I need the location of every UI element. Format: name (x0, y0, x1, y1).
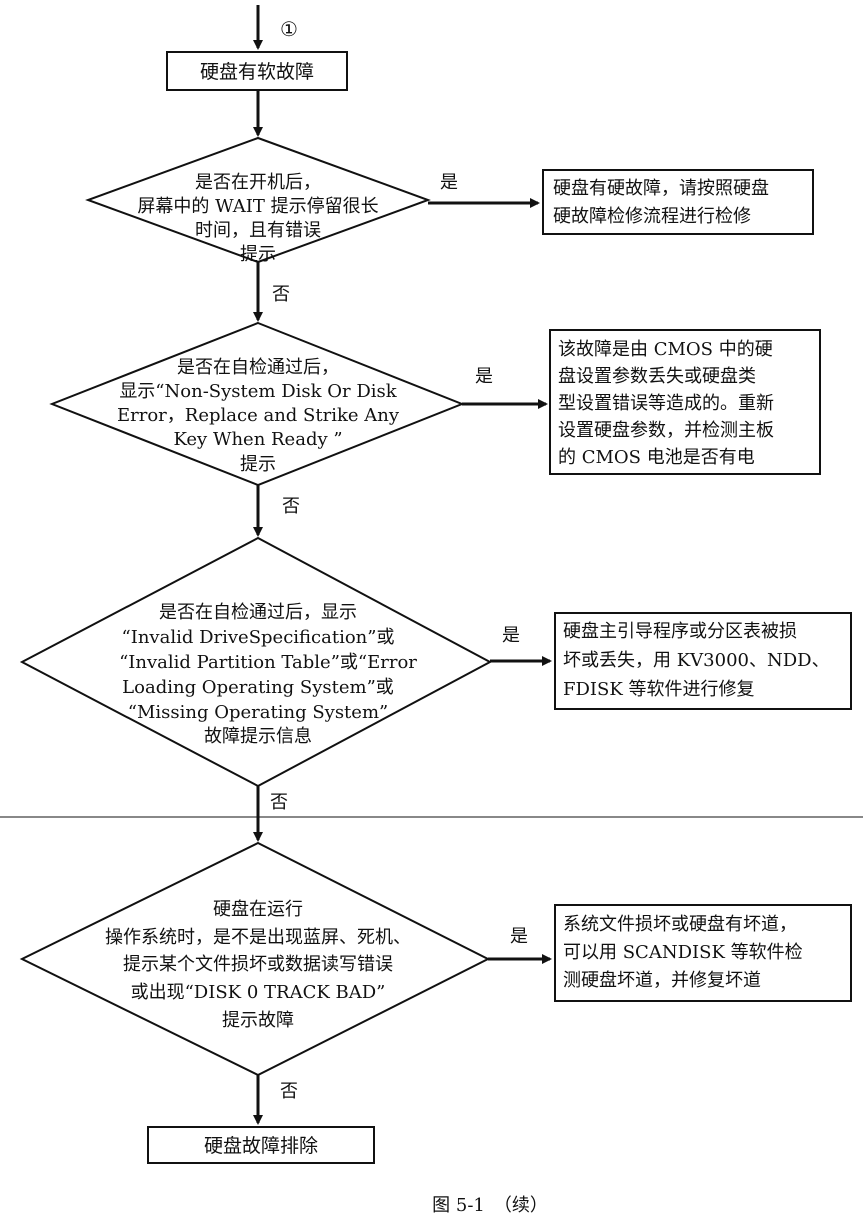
decision-2-line-5: 提示 (240, 454, 276, 475)
decision-4-line-3: 提示某个文件损坏或数据读写错误 (123, 954, 393, 975)
decision-3-line-4: Loading Operating System”或 (122, 677, 394, 698)
decision-2-line-1: 是否在自检通过后， (177, 357, 339, 378)
decision-3-line-3: “Invalid Partition Table”或“Error (119, 652, 417, 673)
decision-3-line-1: 是否在自检通过后，显示 (159, 602, 357, 623)
decision-3-line-5: “Missing Operating System” (128, 702, 388, 723)
decision-2-no-label: 否 (282, 496, 300, 517)
decision-4-line-5: 提示故障 (222, 1010, 294, 1031)
start-box-label: 硬盘有软故障 (200, 61, 314, 83)
result-2-line-1: 该故障是由 CMOS 中的硬 (558, 339, 773, 360)
result-2-box (549, 329, 821, 475)
result-1-box (542, 169, 814, 235)
decision-3-text: 是否在自检通过后，显示 “Invalid DriveSpecification”… (119, 602, 417, 747)
end-box-label: 硬盘故障排除 (204, 1135, 318, 1157)
decision-4-line-4: 或出现“DISK 0 TRACK BAD” (131, 982, 386, 1003)
start-box (166, 51, 348, 91)
result-4-line-3: 测硬盘坏道，并修复坏道 (563, 970, 761, 991)
decision-1-line-3: 时间，且有错误 (195, 220, 321, 241)
decision-3-line-6: 故障提示信息 (204, 726, 312, 747)
decision-2-line-3: Error，Replace and Strike Any (117, 405, 400, 426)
result-3-line-2: 坏或丢失，用 KV3000、NDD、 (563, 650, 830, 671)
decision-4-no-label: 否 (280, 1081, 298, 1102)
figure-caption: 图 5-1 （续） (432, 1195, 548, 1216)
result-1-line-1: 硬盘有硬故障，请按照硬盘 (553, 178, 769, 199)
decision-2-line-4: Key When Ready ” (173, 429, 342, 450)
decision-4-line-1: 硬盘在运行 (213, 899, 303, 920)
decision-1-yes-label: 是 (440, 172, 458, 193)
result-3-line-3: FDISK 等软件进行修复 (563, 679, 755, 700)
result-3-box (554, 612, 852, 710)
connector-symbol: ① (280, 17, 298, 41)
end-box (147, 1126, 375, 1164)
decision-1-line-2: 屏幕中的 WAIT 提示停留很长 (137, 196, 378, 217)
decision-1-line-4: 提示 (240, 244, 276, 265)
decision-2-yes-label: 是 (475, 366, 493, 387)
decision-3-yes-label: 是 (502, 625, 520, 646)
result-2-line-2: 盘设置参数丢失或硬盘类 (558, 366, 756, 387)
decision-2-text: 是否在自检通过后， 显示“Non-System Disk Or Disk Err… (117, 357, 400, 475)
result-3-line-1: 硬盘主引导程序或分区表被损 (563, 621, 797, 642)
decision-1-no-label: 否 (272, 284, 290, 305)
result-4-line-2: 可以用 SCANDISK 等软件检 (563, 942, 803, 963)
decision-1-text: 是否在开机后， 屏幕中的 WAIT 提示停留很长 时间，且有错误 提示 (137, 172, 378, 265)
decision-1-line-1: 是否在开机后， (195, 172, 321, 193)
decision-4-line-2: 操作系统时，是不是出现蓝屏、死机、 (105, 927, 411, 948)
result-4-box (554, 904, 852, 1002)
decision-3-line-2: “Invalid DriveSpecification”或 (122, 627, 395, 648)
result-1-line-2: 硬故障检修流程进行检修 (553, 206, 751, 227)
decision-4-text: 硬盘在运行 操作系统时，是不是出现蓝屏、死机、 提示某个文件损坏或数据读写错误 … (105, 899, 411, 1031)
result-2-line-4: 设置硬盘参数，并检测主板 (558, 420, 774, 441)
result-2-line-3: 型设置错误等造成的。重新 (558, 393, 774, 414)
decision-3-no-label: 否 (270, 792, 288, 813)
result-4-line-1: 系统文件损坏或硬盘有坏道， (563, 914, 797, 935)
result-2-line-5: 的 CMOS 电池是否有电 (558, 447, 755, 468)
decision-4-yes-label: 是 (510, 926, 528, 947)
decision-2-line-2: 显示“Non-System Disk Or Disk (119, 381, 397, 402)
